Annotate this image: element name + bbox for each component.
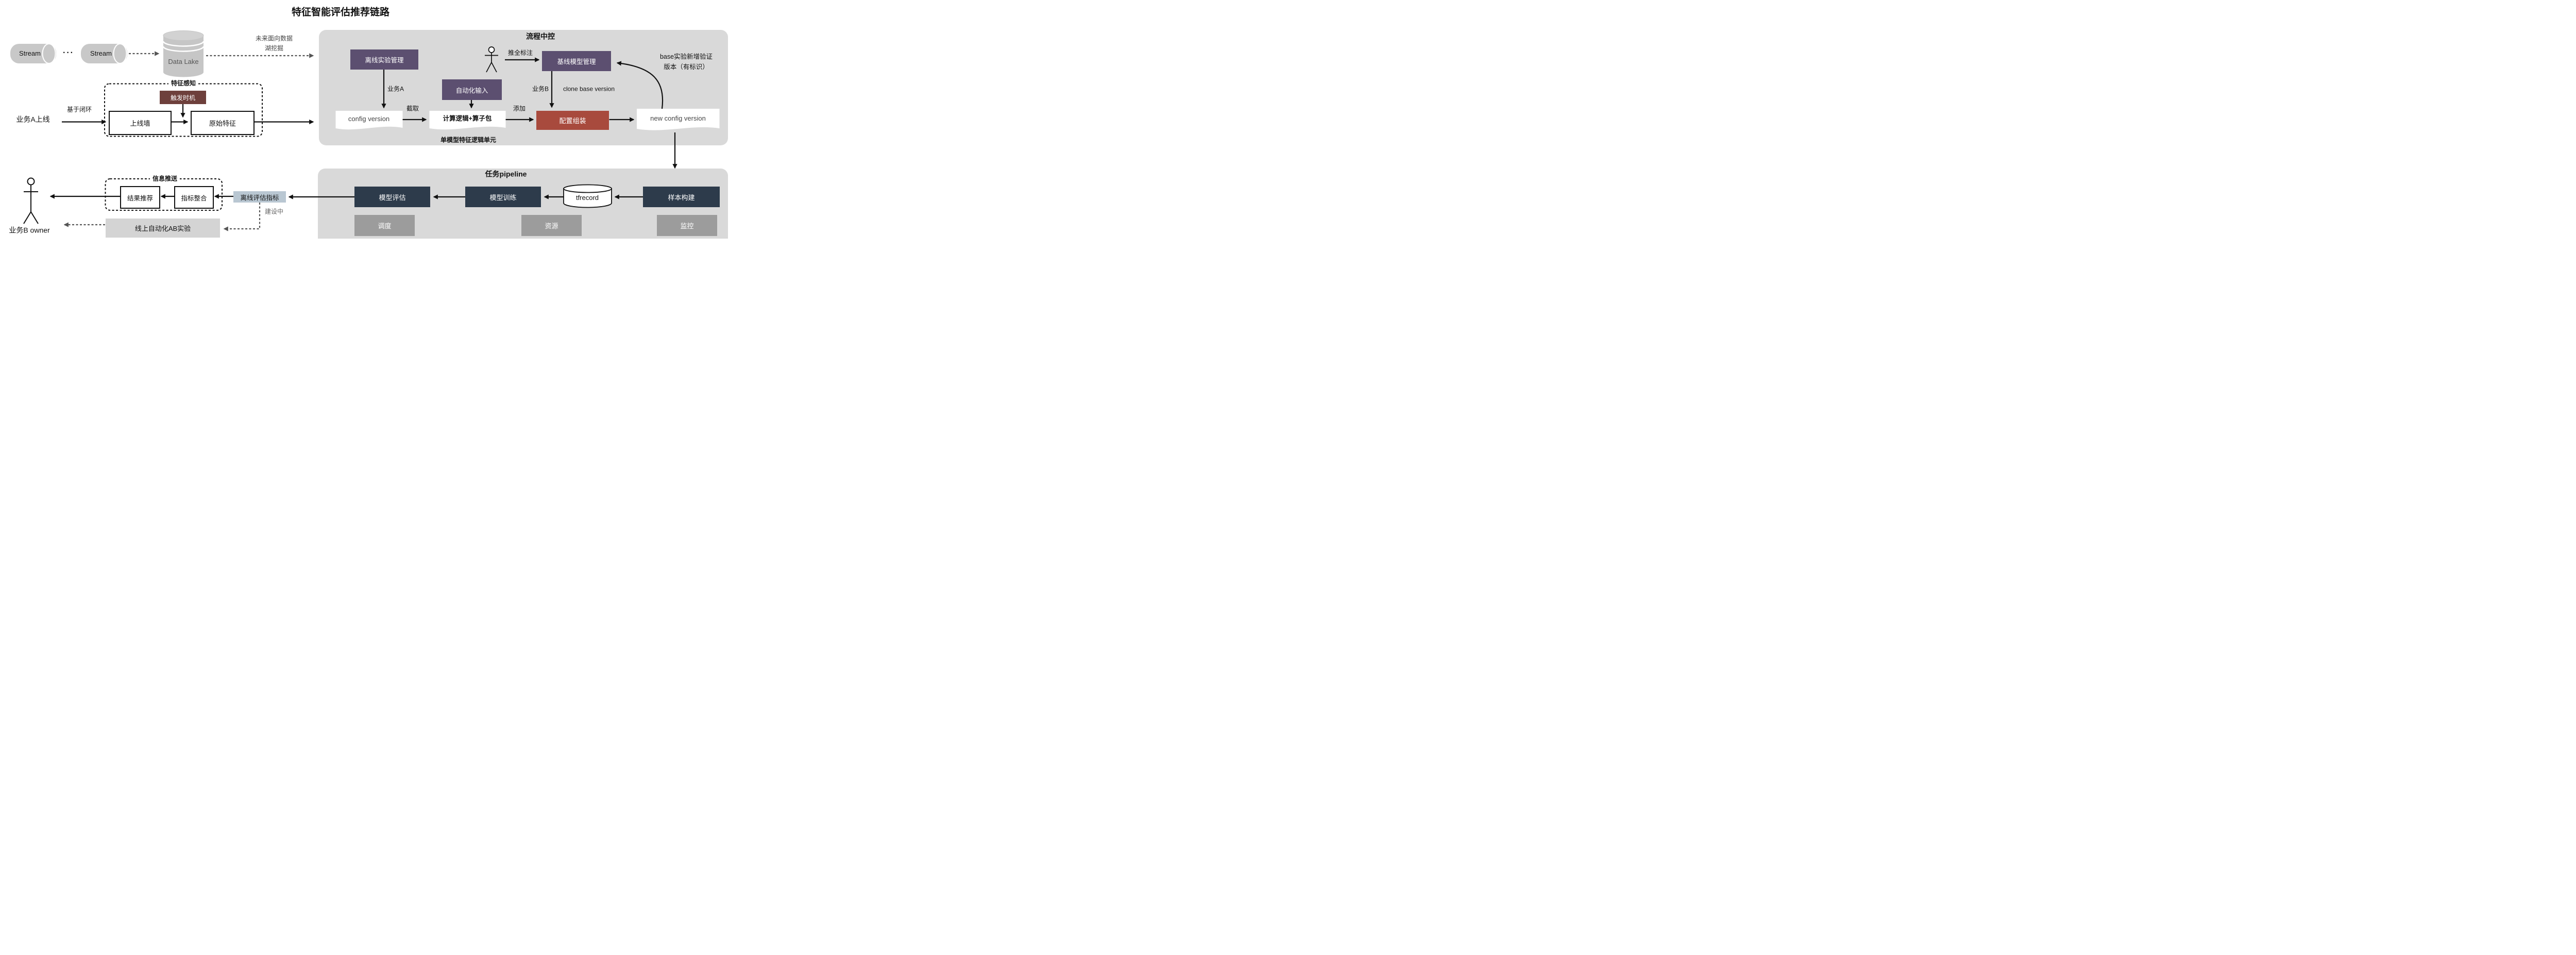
feature-perception-title: 特征感知 [168, 80, 199, 87]
metric-integration-box: 指标整合 [174, 186, 214, 209]
base-exp-note-line2: 版本（有标识） [664, 63, 709, 71]
sample-build-box: 样本构建 [643, 187, 720, 207]
stream-1-label: Stream [19, 49, 41, 57]
clone-base-version-label: clone base version [563, 85, 615, 93]
config-assembly-box: 配置组装 [536, 111, 609, 130]
intercept-label: 截取 [406, 105, 419, 112]
under-construction-label: 建设中 [264, 208, 284, 215]
add-label: 添加 [513, 105, 526, 112]
baseline-model-mgmt-box: 基线模型管理 [542, 51, 611, 71]
push-annotation-label: 推全标注 [507, 49, 533, 57]
data-lake-cylinder [162, 30, 205, 77]
trigger-timing-box: 触发时机 [160, 91, 206, 104]
stream-2-label: Stream [90, 49, 112, 57]
config-version-label: config version [348, 114, 390, 123]
base-exp-note-line1: base实验新增验证 [659, 53, 713, 61]
data-lake-label: Data Lake [168, 57, 199, 65]
result-recommend-box: 结果推荐 [120, 186, 160, 209]
future-mining-label-line1: 未来面向数据 [255, 35, 293, 42]
raw-feature-box: 原始特征 [191, 111, 255, 135]
task-pipeline-title: 任务pipeline [485, 170, 527, 178]
offline-exp-mgmt-box: 离线实验管理 [350, 49, 418, 70]
offline-metrics-box: 离线评估指标 [233, 191, 286, 203]
monitor-box: 监控 [657, 215, 717, 236]
closed-loop-label: 基于闭环 [66, 106, 92, 113]
ellipsis-dots: ··· [63, 48, 74, 58]
process-control-title: 流程中控 [526, 32, 555, 41]
future-mining-label-line2: 湖挖掘 [264, 44, 284, 52]
new-config-version-label: new config version [650, 114, 706, 122]
info-push-title: 信息推送 [149, 175, 180, 182]
model-train-box: 模型训练 [465, 187, 541, 207]
online-wall-box: 上线墙 [109, 111, 172, 135]
business-a-label: 业务A [387, 85, 404, 93]
business-b-label: 业务B [532, 85, 549, 93]
schedule-box: 调度 [354, 215, 415, 236]
auto-input-box: 自动化输入 [442, 79, 502, 100]
single-model-unit-label: 单模型特征逻辑单元 [440, 136, 497, 144]
model-eval-box: 模型评估 [354, 187, 430, 207]
resource-box: 资源 [521, 215, 582, 236]
process-control-panel [319, 30, 728, 145]
tfrecord-label: tfrecord [575, 193, 599, 202]
online-ab-test-box: 线上自动化AB实验 [106, 219, 220, 238]
compute-logic-label: 计算逻辑+算子包 [443, 115, 492, 123]
owner-person-icon [23, 177, 39, 224]
diagram-canvas: 特征智能评估推荐链路 Stream Stream ··· Data Lake 未… [0, 0, 728, 239]
business-a-online-label: 业务A上线 [16, 115, 50, 124]
page-title: 特征智能评估推荐链路 [291, 7, 390, 18]
business-b-owner-label: 业务B owner [9, 226, 50, 234]
